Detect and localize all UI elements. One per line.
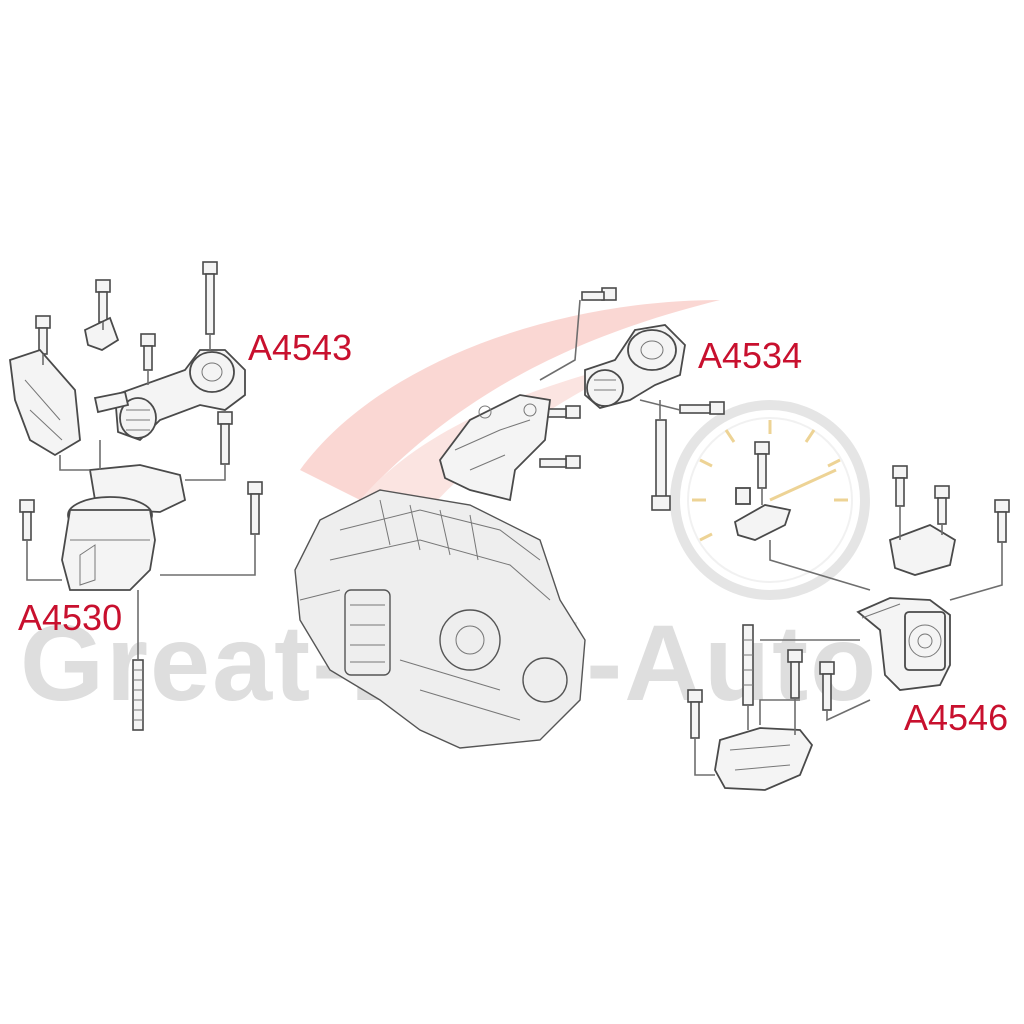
torque-rod-a4534	[584, 324, 686, 409]
bolt-icon	[679, 401, 725, 415]
bolt-icon	[247, 481, 263, 535]
bolt-icon	[217, 411, 233, 465]
bolt-icon	[787, 649, 803, 699]
bolt-icon	[934, 485, 950, 525]
bolt-icon	[581, 287, 617, 301]
lower-bracket	[714, 727, 814, 791]
bolt-icon	[19, 499, 35, 541]
upper-bracket	[888, 524, 957, 576]
small-bracket	[733, 504, 792, 541]
bolt-icon	[651, 419, 671, 511]
stud-icon	[742, 624, 754, 706]
speedometer-icon	[670, 400, 870, 600]
engine-assembly	[294, 489, 586, 749]
bolt-icon	[539, 455, 581, 469]
bolt-icon	[892, 465, 908, 507]
left-mount-group	[9, 261, 263, 731]
bolt-icon	[95, 279, 111, 323]
part-label-a4546: A4546	[904, 697, 1009, 738]
right-mount-group	[687, 441, 1010, 791]
mount-bracket	[439, 394, 552, 502]
bolt-icon	[202, 261, 218, 335]
middle-mount-group	[439, 287, 725, 511]
bolt-icon	[687, 689, 703, 739]
torque-rod-a4543	[93, 349, 246, 442]
engine-mount-a4546	[856, 597, 951, 691]
stud-icon	[132, 659, 144, 731]
part-label-a4543: A4543	[248, 327, 353, 368]
bolt-icon	[35, 315, 51, 355]
bolt-icon	[140, 333, 156, 371]
bolt-icon	[819, 661, 835, 711]
bracket	[83, 316, 120, 351]
bolt-icon	[994, 499, 1010, 543]
engine-mount-a4530	[61, 464, 187, 591]
part-label-a4530: A4530	[18, 597, 123, 638]
part-label-a4534: A4534	[698, 335, 803, 376]
bolt-icon	[754, 441, 770, 489]
